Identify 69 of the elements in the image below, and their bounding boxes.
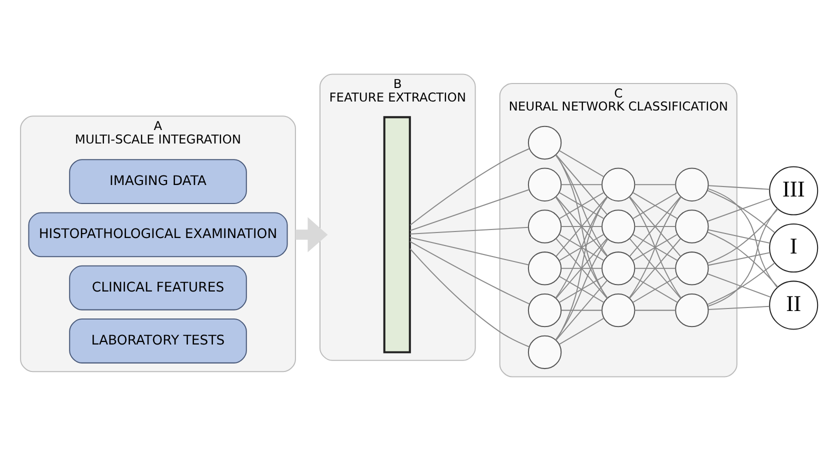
connector bbox=[555, 196, 608, 340]
node-box: CLINICAL FEATURES bbox=[69, 264, 247, 310]
connector bbox=[708, 188, 778, 288]
connector bbox=[561, 226, 602, 227]
connector bbox=[708, 228, 770, 244]
connector bbox=[632, 275, 678, 302]
connector bbox=[708, 184, 770, 190]
connector bbox=[707, 272, 771, 298]
cluster: B FEATURE EXTRACTION bbox=[319, 73, 476, 360]
connector bbox=[410, 236, 529, 265]
connector bbox=[561, 309, 602, 310]
connector bbox=[708, 305, 770, 310]
connector bbox=[559, 150, 604, 177]
node-circle bbox=[675, 292, 709, 327]
connector bbox=[629, 238, 682, 298]
connector bbox=[707, 198, 771, 222]
node-circle bbox=[602, 251, 636, 285]
node-circle bbox=[602, 292, 636, 327]
node-circle bbox=[528, 292, 562, 327]
connector bbox=[561, 267, 602, 268]
connector bbox=[707, 190, 776, 232]
node-circle: I bbox=[769, 222, 818, 272]
connector bbox=[561, 184, 602, 185]
connector bbox=[629, 196, 682, 256]
connector bbox=[556, 196, 608, 256]
node-circle bbox=[528, 334, 562, 369]
connector bbox=[634, 309, 676, 310]
node-circle bbox=[528, 125, 562, 160]
node-circle bbox=[602, 209, 636, 243]
connector bbox=[708, 208, 778, 306]
node-circle bbox=[675, 251, 709, 285]
connector bbox=[708, 252, 770, 266]
connector bbox=[410, 226, 528, 234]
node-circle bbox=[675, 209, 709, 243]
connector bbox=[410, 248, 530, 347]
node-circle: III bbox=[769, 166, 818, 215]
cluster: C NEURAL NETWORK CLASSIFICATION bbox=[499, 82, 738, 377]
connector bbox=[559, 275, 604, 302]
connector bbox=[410, 148, 530, 226]
connector bbox=[632, 192, 678, 219]
connector bbox=[707, 231, 778, 287]
connector bbox=[555, 154, 608, 256]
connector bbox=[707, 208, 778, 264]
connector bbox=[410, 188, 530, 231]
node-box: HISTOPATHOLOGICAL EXAMINATION bbox=[28, 212, 288, 257]
connector bbox=[634, 226, 676, 227]
connector bbox=[410, 240, 530, 304]
node-box: LABORATORY TESTS bbox=[69, 318, 247, 363]
arrow bbox=[295, 216, 328, 252]
node-circle bbox=[528, 209, 562, 243]
connector bbox=[555, 238, 608, 340]
node-circle bbox=[675, 167, 709, 201]
connector bbox=[634, 267, 676, 268]
node-box: IMAGING DATA bbox=[69, 158, 247, 204]
connector bbox=[555, 196, 608, 298]
connector bbox=[556, 154, 608, 214]
connector bbox=[707, 262, 776, 304]
connector bbox=[634, 184, 676, 185]
node-circle bbox=[602, 167, 636, 201]
connector bbox=[556, 280, 608, 340]
connector bbox=[555, 154, 608, 298]
connector bbox=[559, 192, 604, 219]
connector bbox=[556, 238, 608, 298]
connector bbox=[628, 196, 682, 298]
node-circle: II bbox=[769, 280, 818, 330]
connector bbox=[559, 317, 604, 344]
node-bar bbox=[383, 116, 411, 353]
node-circle bbox=[528, 167, 562, 201]
node-circle bbox=[528, 251, 562, 285]
